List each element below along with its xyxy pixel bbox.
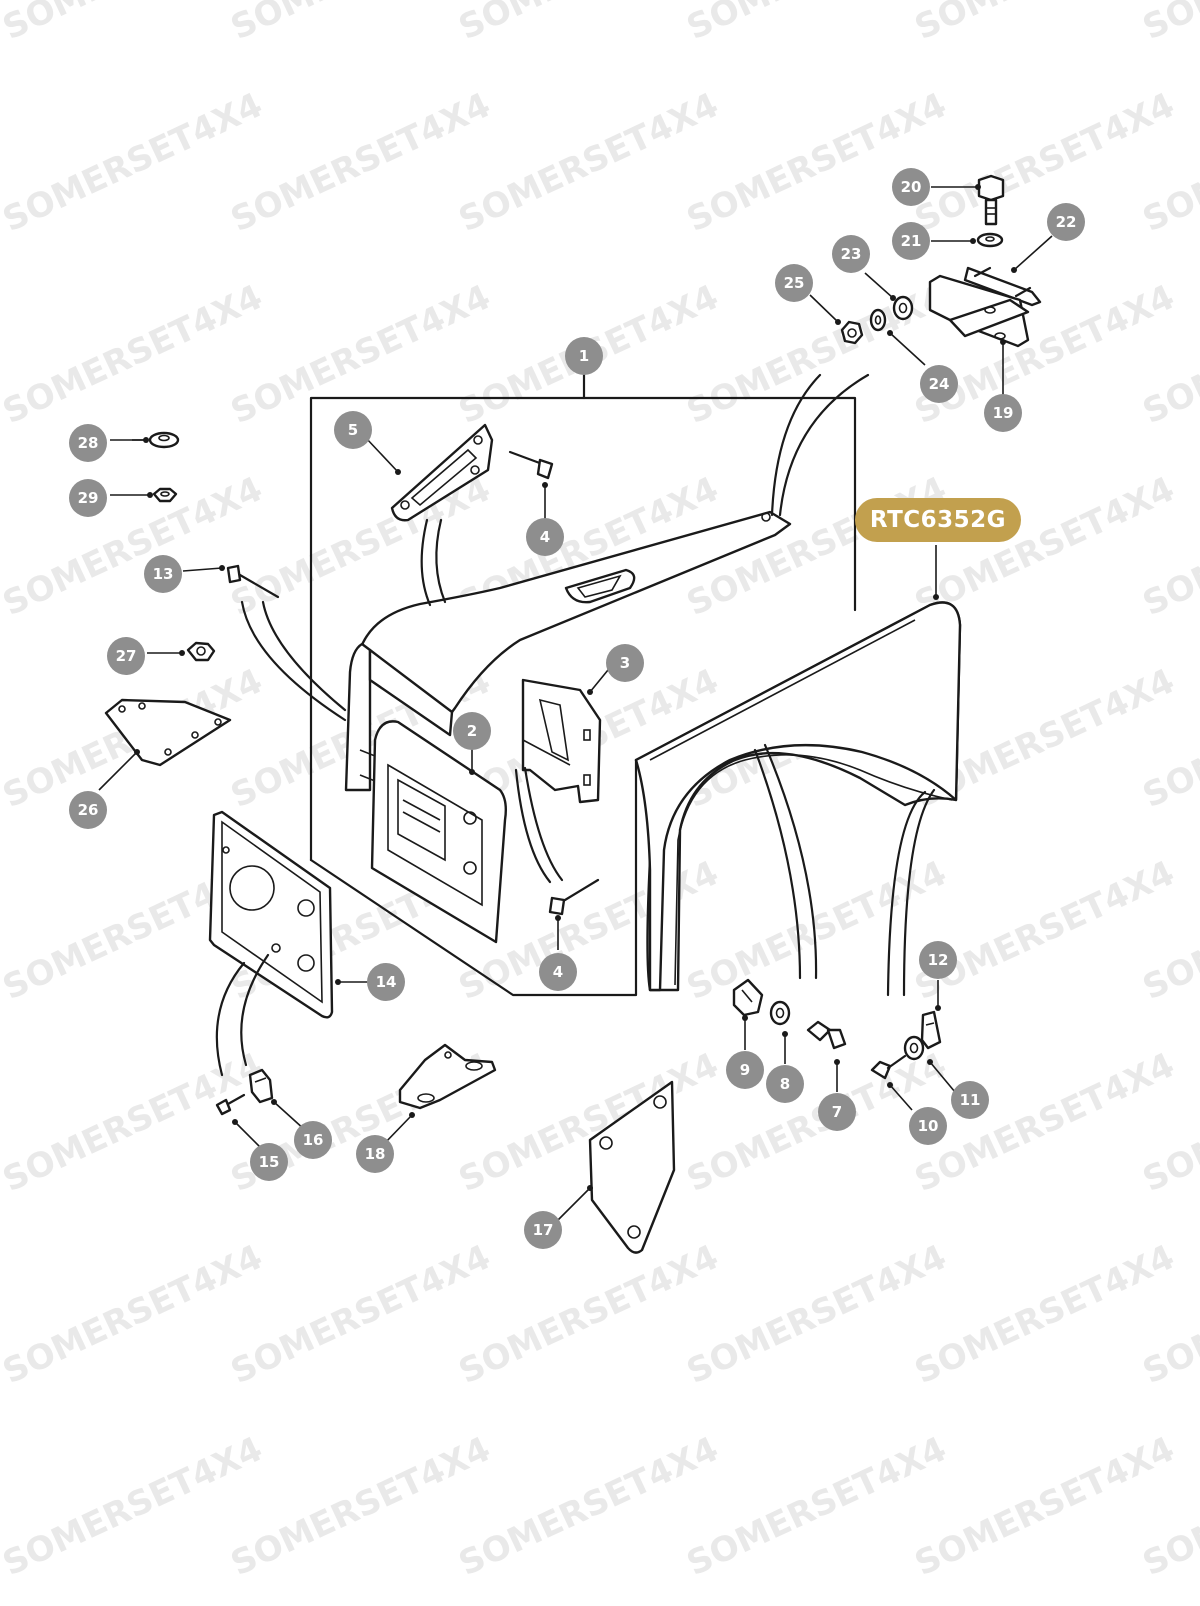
callout-7: 7 (818, 1093, 856, 1131)
callout-27: 27 (107, 637, 145, 675)
svg-text:4: 4 (553, 963, 563, 981)
svg-text:20: 20 (901, 178, 922, 196)
callout-11: 11 (951, 1081, 989, 1119)
callout-4-bottom: 4 (539, 953, 577, 991)
part-12-clip (920, 1010, 942, 1050)
svg-text:18: 18 (365, 1145, 386, 1163)
part-2-inner-panel (370, 720, 508, 944)
callout-15: 15 (250, 1143, 288, 1181)
svg-text:13: 13 (153, 565, 174, 583)
callout-26: 26 (69, 791, 107, 829)
callout-4-top: 4 (526, 518, 564, 556)
svg-text:2: 2 (467, 722, 477, 740)
callout-9: 9 (726, 1051, 764, 1089)
svg-text:1: 1 (579, 347, 589, 365)
svg-text:3: 3 (620, 654, 630, 672)
part-20-bolt (977, 174, 1005, 226)
part-number-badge: RTC6352G (855, 498, 1021, 542)
svg-text:28: 28 (78, 434, 99, 452)
svg-text:12: 12 (928, 951, 949, 969)
callout-20: 20 (892, 168, 930, 206)
top-rail (358, 510, 792, 714)
callout-19: 19 (984, 394, 1022, 432)
part-16-clip (248, 1068, 274, 1104)
part-27-nut (186, 641, 216, 662)
part-17-plate (588, 1080, 676, 1254)
part-10-bolt (870, 1054, 907, 1080)
callout-29: 29 (69, 479, 107, 517)
callout-10: 10 (909, 1107, 947, 1145)
part-19-hinge (928, 274, 1030, 348)
part-4-rivet-top (508, 450, 554, 480)
part-22-hinge-plate (963, 266, 1042, 307)
inner-side-wall (344, 642, 454, 792)
svg-text:29: 29 (78, 489, 99, 507)
assembly-bracket-frame (309, 370, 857, 997)
callout-14: 14 (367, 963, 405, 1001)
callout-1: 1 (565, 337, 603, 375)
part-11-washer (903, 1035, 925, 1061)
part-25-nut (840, 320, 864, 345)
part-23-washer (892, 295, 914, 321)
svg-text:5: 5 (348, 421, 358, 439)
svg-text:21: 21 (901, 232, 922, 250)
callout-8: 8 (766, 1065, 804, 1103)
svg-text:24: 24 (929, 375, 950, 393)
svg-text:10: 10 (918, 1117, 939, 1135)
part-28-washer (148, 431, 180, 449)
callout-leaders (98, 184, 1053, 1223)
svg-text:25: 25 (784, 274, 805, 292)
wing-panel (634, 601, 962, 992)
part-13-rivet (226, 564, 280, 599)
callout-22: 22 (1047, 203, 1085, 241)
svg-text:23: 23 (841, 245, 862, 263)
part-24-spring-washer (869, 308, 887, 332)
callout-18: 18 (356, 1135, 394, 1173)
callout-5: 5 (334, 411, 372, 449)
svg-text:17: 17 (533, 1221, 554, 1239)
part-8-washer (769, 1000, 791, 1026)
callout-2: 2 (453, 712, 491, 750)
svg-text:26: 26 (78, 801, 99, 819)
callout-13: 13 (144, 555, 182, 593)
svg-text:16: 16 (303, 1131, 324, 1149)
part-26-triangle-plate (104, 698, 232, 767)
part-4-rivet-bottom (548, 878, 600, 916)
part-9-clip (732, 978, 764, 1017)
callout-24: 24 (920, 365, 958, 403)
callout-25: 25 (775, 264, 813, 302)
svg-text:7: 7 (832, 1103, 842, 1121)
svg-text:14: 14 (376, 973, 397, 991)
part-15-screw (215, 1093, 246, 1116)
svg-text:15: 15 (259, 1153, 280, 1171)
part-21-washer (976, 232, 1004, 248)
svg-text:19: 19 (993, 404, 1014, 422)
svg-text:4: 4 (540, 528, 550, 546)
assembly-curves (215, 373, 936, 1077)
part-7-bolt (806, 1020, 847, 1050)
svg-text:22: 22 (1056, 213, 1077, 231)
callout-17: 17 (524, 1211, 562, 1249)
callout-28: 28 (69, 424, 107, 462)
callout-3: 3 (606, 644, 644, 682)
part-29-nut (152, 487, 178, 503)
part-3-bracket (521, 678, 602, 804)
part-18-bracket (398, 1043, 497, 1110)
callout-12: 12 (919, 941, 957, 979)
part-14-gasket (208, 810, 334, 1019)
part-5-bracket (390, 423, 494, 522)
svg-text:27: 27 (116, 647, 137, 665)
svg-text:11: 11 (960, 1091, 981, 1109)
svg-text:8: 8 (780, 1075, 790, 1093)
callout-16: 16 (294, 1121, 332, 1159)
callout-23: 23 (832, 235, 870, 273)
svg-text:9: 9 (740, 1061, 750, 1079)
callout-21: 21 (892, 222, 930, 260)
